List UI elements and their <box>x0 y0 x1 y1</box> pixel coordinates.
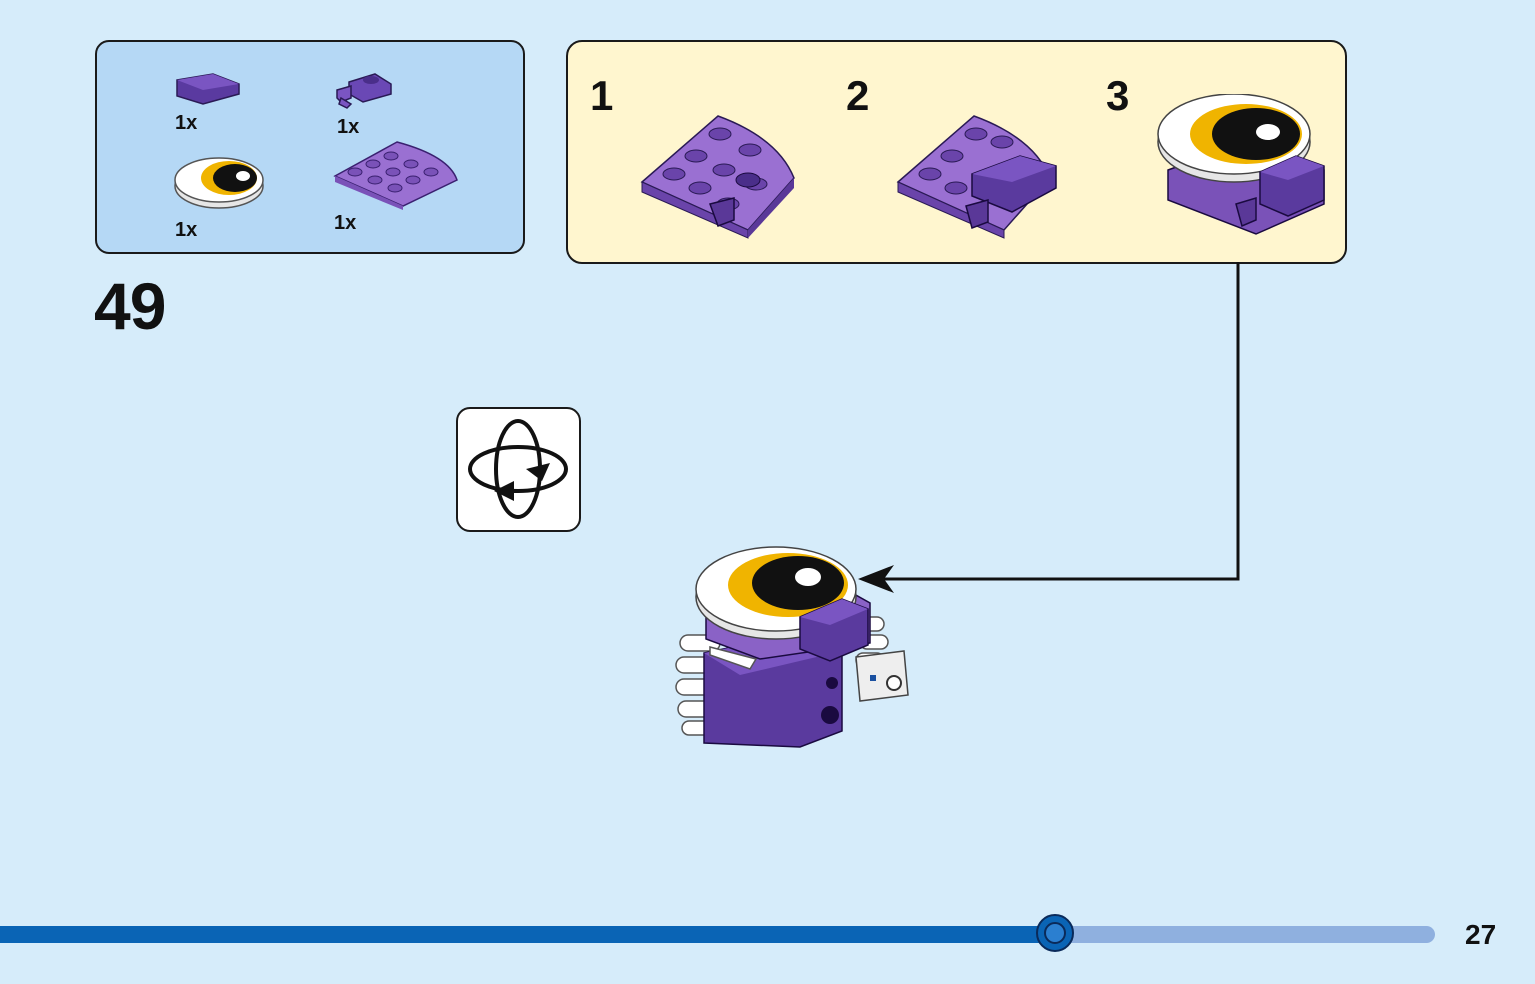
part-qty: 1x <box>175 112 198 134</box>
eye-round-tile-icon <box>174 157 264 209</box>
purple-curved-slope-icon <box>176 73 240 105</box>
substep-number: 1 <box>590 72 614 119</box>
purple-round-corner-plate-icon <box>333 141 458 210</box>
parts-list-box: 1x 1x 1x 1x <box>95 40 525 254</box>
progress-track <box>0 926 1435 943</box>
part-qty: 1x <box>337 116 360 138</box>
step-number: 49 <box>94 269 166 343</box>
progress-knob <box>1036 914 1074 952</box>
substep-number: 2 <box>846 72 870 119</box>
progress-fill <box>0 926 1055 943</box>
substep-3-assembly <box>1157 94 1325 235</box>
substep-1-assembly <box>640 115 795 239</box>
substep-2-assembly <box>896 115 1057 239</box>
page-number: 27 <box>1465 919 1497 950</box>
part-qty: 1x <box>334 212 357 234</box>
purple-clip-plate-icon <box>336 73 392 109</box>
substep-number: 3 <box>1106 72 1130 119</box>
assembled-model <box>675 546 909 748</box>
substeps-box: 1 2 3 <box>566 40 1347 264</box>
rotate-model-box <box>456 407 581 532</box>
rotate-model-icon <box>468 419 568 519</box>
part-qty: 1x <box>175 219 198 241</box>
